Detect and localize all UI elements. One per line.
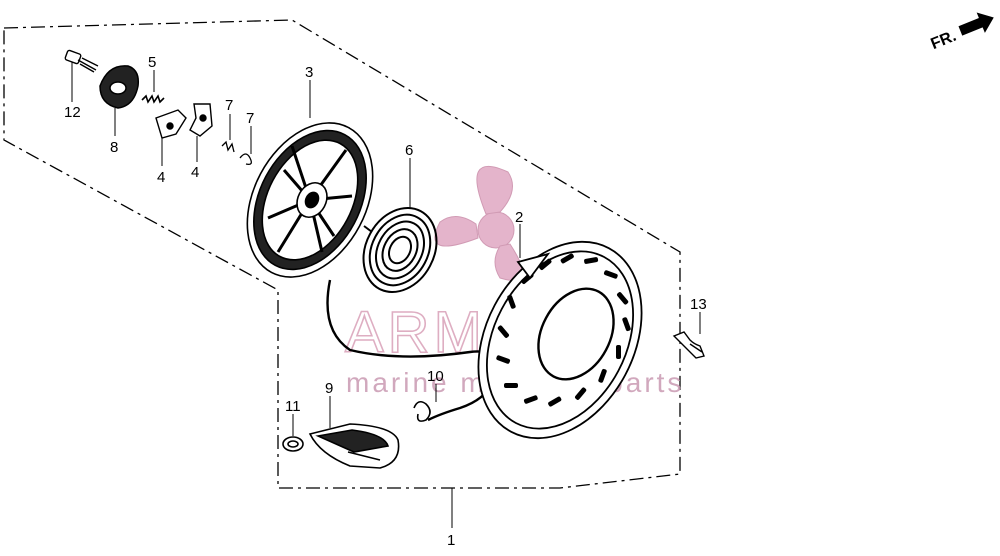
callout-2: 2 xyxy=(515,209,523,226)
part-5-spring xyxy=(141,94,165,104)
front-direction-label: FR. xyxy=(928,28,958,53)
callout-5: 5 xyxy=(148,54,156,71)
assembly-boundary xyxy=(3,19,681,489)
front-direction-indicator: FR. xyxy=(928,12,994,53)
callout-12: 12 xyxy=(64,104,81,121)
propeller-logo xyxy=(434,166,524,281)
callout-8: 8 xyxy=(110,139,118,156)
part-13-flange-bolt xyxy=(672,331,705,359)
callout-4-right: 4 xyxy=(191,164,199,181)
part-4-pawl-right xyxy=(189,103,213,137)
callout-labels: 12 8 5 4 4 7 7 3 6 2 13 10 9 11 1 xyxy=(64,54,707,549)
callout-6: 6 xyxy=(405,142,413,159)
callout-7-left: 7 xyxy=(225,97,233,114)
part-3-pulley xyxy=(246,122,374,278)
part-7-springs xyxy=(221,140,252,166)
callout-4-left: 4 xyxy=(157,169,165,186)
starter-rope xyxy=(326,279,498,422)
part-6-recoil-spring xyxy=(362,206,438,294)
part-2-starter-case xyxy=(477,240,643,440)
callout-7-right: 7 xyxy=(246,110,254,127)
part-4-pawl-left xyxy=(155,109,187,139)
callout-13: 13 xyxy=(690,296,707,313)
part-9-starter-grip xyxy=(308,423,400,469)
part-12-bolt xyxy=(64,49,99,73)
part-8-ratchet xyxy=(99,65,140,109)
callout-3: 3 xyxy=(305,64,313,81)
callout-10: 10 xyxy=(427,368,444,385)
callout-9: 9 xyxy=(325,380,333,397)
leader-lines xyxy=(71,62,701,528)
part-11-washer xyxy=(282,436,304,452)
part-10-rope-knot xyxy=(413,400,431,422)
callout-11: 11 xyxy=(285,398,301,415)
callout-1: 1 xyxy=(447,532,455,549)
arrow-icon xyxy=(958,12,994,36)
